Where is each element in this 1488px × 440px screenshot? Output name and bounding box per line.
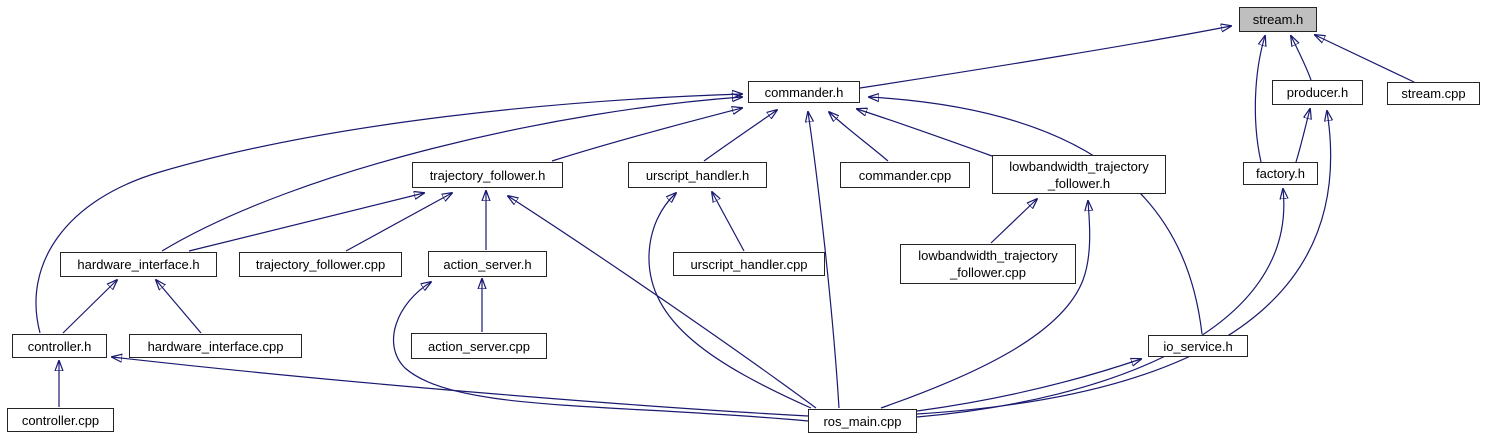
node-io_service_h[interactable]: io_service.h: [1148, 335, 1248, 357]
edge-ros_main_cpp-to-commander_h: [808, 112, 840, 409]
edge-ros_main_cpp-to-action_server_h: [393, 282, 809, 422]
edge-hardware_interface_h-to-commander_h: [161, 97, 742, 252]
edge-trajectory_follower_cpp-to-trajectory_follower_h: [345, 193, 452, 252]
node-commander_cpp[interactable]: commander.cpp: [840, 162, 970, 188]
node-controller_h[interactable]: controller.h: [12, 334, 107, 358]
node-trajectory_follower_h[interactable]: trajectory_follower.h: [412, 162, 563, 188]
edge-io_service_h-to-commander_h: [869, 97, 1203, 335]
edge-lowbandwidth_trajectory_follower_h-to-commander_h: [857, 109, 993, 157]
edge-trajectory_follower_h-to-commander_h: [551, 108, 742, 162]
node-lowbandwidth_trajectory_follower_h[interactable]: lowbandwidth_trajectory _follower.h: [992, 155, 1166, 194]
node-producer_h[interactable]: producer.h: [1272, 80, 1363, 105]
edge-hardware_interface_h-to-trajectory_follower_h: [188, 193, 424, 252]
node-stream_cpp[interactable]: stream.cpp: [1387, 82, 1480, 105]
edge-ros_main_cpp-to-urscript_handler_h: [648, 193, 812, 409]
node-hardware_interface_h[interactable]: hardware_interface.h: [60, 252, 217, 277]
edge-factory_h-to-producer_h: [1295, 109, 1310, 163]
edge-factory_h-to-stream_h: [1254, 36, 1265, 163]
node-controller_cpp[interactable]: controller.cpp: [7, 408, 114, 432]
edge-producer_h-to-stream_h: [1291, 36, 1312, 81]
node-hardware_interface_cpp[interactable]: hardware_interface.cpp: [129, 334, 302, 358]
edge-ros_main_cpp-to-lowbandwidth_trajectory_follower_h: [880, 201, 1090, 409]
edge-commander_h-to-stream_h: [859, 26, 1231, 89]
node-lowbandwidth_trajectory_follower_cpp[interactable]: lowbandwidth_trajectory _follower.cpp: [900, 244, 1076, 284]
edge-ros_main_cpp-to-trajectory_follower_h: [508, 196, 817, 409]
edge-lowbandwidth_trajectory_follower_cpp-to-lowbandwidth_trajectory_follower_h: [990, 199, 1037, 244]
edge-ros_main_cpp-to-factory_h: [916, 189, 1284, 418]
edge-urscript_handler_cpp-to-urscript_handler_h: [712, 192, 745, 252]
edge-group: [35, 26, 1415, 422]
edge-ros_main_cpp-to-io_service_h: [916, 359, 1141, 412]
edge-ros_main_cpp-to-controller_h: [112, 357, 809, 417]
node-ros_main_cpp[interactable]: ros_main.cpp: [808, 409, 917, 433]
node-commander_h[interactable]: commander.h: [748, 81, 860, 103]
node-urscript_handler_cpp[interactable]: urscript_handler.cpp: [673, 252, 825, 276]
edge-commander_cpp-to-commander_h: [829, 112, 889, 162]
node-urscript_handler_h[interactable]: urscript_handler.h: [628, 162, 767, 188]
edge-stream_cpp-to-stream_h: [1315, 35, 1415, 83]
edge-urscript_handler_h-to-commander_h: [703, 110, 777, 162]
node-action_server_cpp[interactable]: action_server.cpp: [411, 333, 547, 359]
edge-hardware_interface_cpp-to-hardware_interface_h: [156, 280, 202, 334]
node-factory_h[interactable]: factory.h: [1243, 162, 1318, 185]
edge-controller_h-to-hardware_interface_h: [62, 280, 117, 334]
edge-controller_h-to-commander_h: [35, 94, 742, 334]
node-stream_h[interactable]: stream.h: [1239, 7, 1317, 32]
node-action_server_h[interactable]: action_server.h: [428, 251, 547, 277]
node-trajectory_follower_cpp[interactable]: trajectory_follower.cpp: [239, 252, 402, 277]
